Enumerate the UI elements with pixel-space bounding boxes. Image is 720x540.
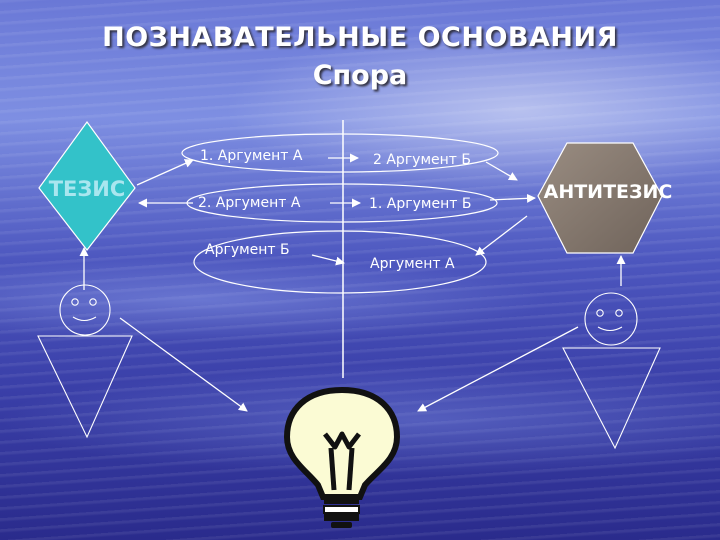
slide-subtitle: Спора [312, 60, 408, 91]
argument-left-1: 1. Аргумент А [200, 148, 303, 164]
argument-left-2: 2. Аргумент А [198, 195, 301, 211]
argument-right-2: 1. Аргумент Б [369, 196, 471, 212]
arrow-antithesis-to-arg [475, 215, 528, 256]
argument-right-1: 2 Аргумент Б [373, 152, 471, 168]
arrow-left-to-bulb [119, 317, 248, 412]
antithesis-hexagon [537, 142, 663, 254]
arrow-top-to-antithesis [485, 161, 518, 181]
arrow-right-to-bulb [417, 326, 579, 412]
arrow-thesis-to-arg [136, 159, 194, 186]
slide-title: ПОЗНАВАТЕЛЬНЫЕ ОСНОВАНИЯ [102, 22, 618, 53]
argument-right-3: Аргумент А [370, 256, 455, 272]
antithesis-label: АНТИТЕЗИС [544, 181, 673, 203]
argument-arrows [79, 153, 626, 412]
argument-group-ellipse-bottom [193, 230, 487, 294]
stick-figure-icon [562, 292, 661, 450]
stick-figure-icon [37, 284, 133, 439]
argument-left-3: Аргумент Б [205, 242, 290, 258]
light-bulb-icon [283, 386, 401, 528]
arrow-middle-to-antithesis [489, 193, 536, 203]
argument-group-ellipse-top [181, 133, 499, 173]
thesis-label: ТЕЗИС [49, 177, 126, 201]
arrow-center-bottom [311, 254, 345, 266]
